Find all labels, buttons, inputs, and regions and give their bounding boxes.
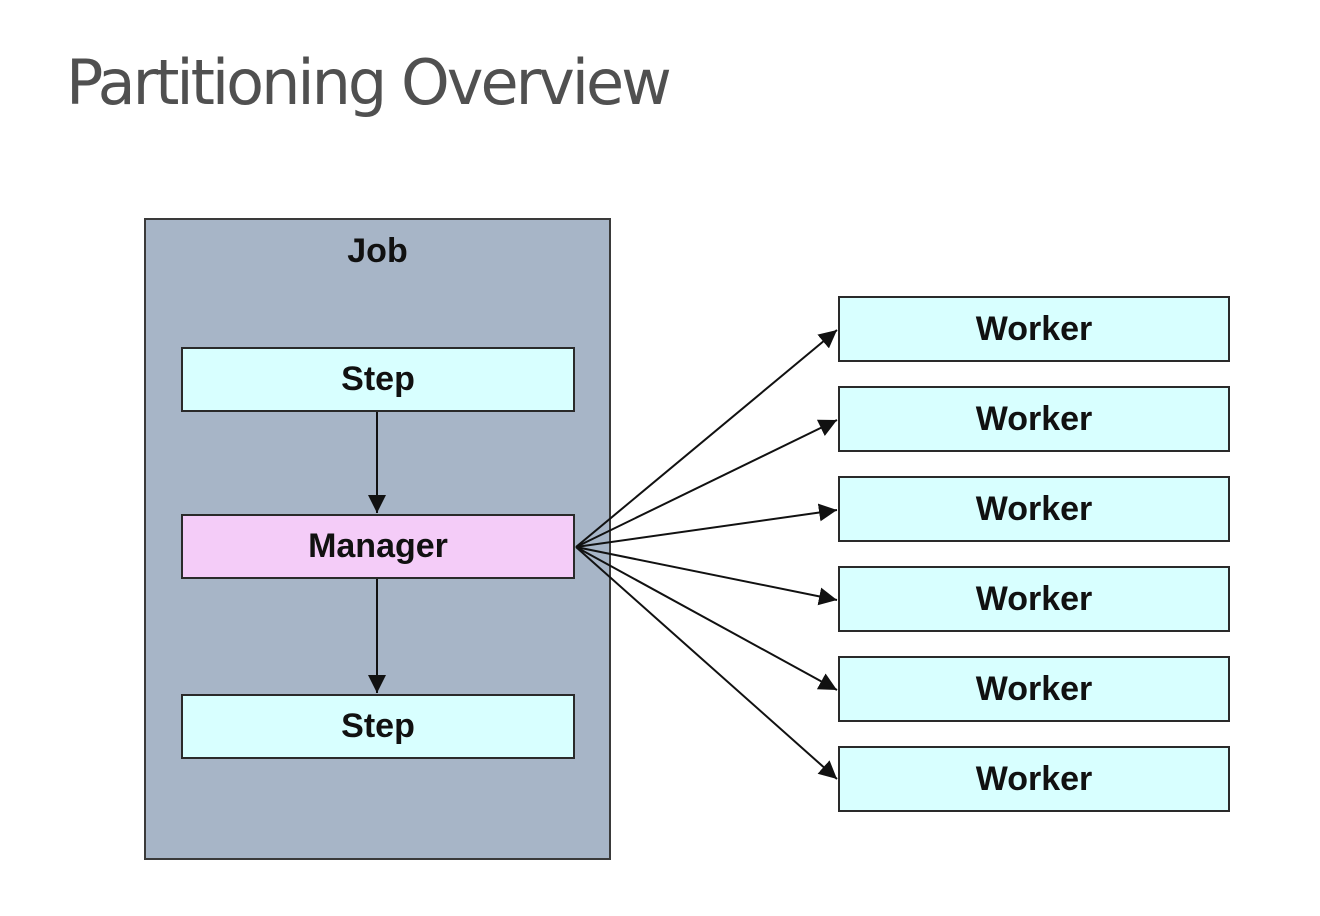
step-node-first: Step: [181, 347, 575, 412]
job-label: Job: [347, 232, 408, 270]
manager-node: Manager: [181, 514, 575, 579]
arrow-manager-to-worker-5: [575, 546, 838, 691]
arrow-manager-to-worker-3: [575, 503, 838, 548]
arrow-manager-to-worker-1: [575, 329, 838, 548]
worker-node-3: Worker: [838, 476, 1230, 542]
step-node-second: Step: [181, 694, 575, 759]
worker-node-1: Worker: [838, 296, 1230, 362]
arrow-manager-to-worker-6: [575, 546, 838, 780]
page-title: Partitioning Overview: [66, 46, 672, 119]
worker-node-2: Worker: [838, 386, 1230, 452]
worker-node-5: Worker: [838, 656, 1230, 722]
arrow-manager-to-worker-4: [575, 546, 838, 606]
worker-node-4: Worker: [838, 566, 1230, 632]
worker-node-6: Worker: [838, 746, 1230, 812]
arrow-manager-to-worker-2: [575, 419, 838, 548]
